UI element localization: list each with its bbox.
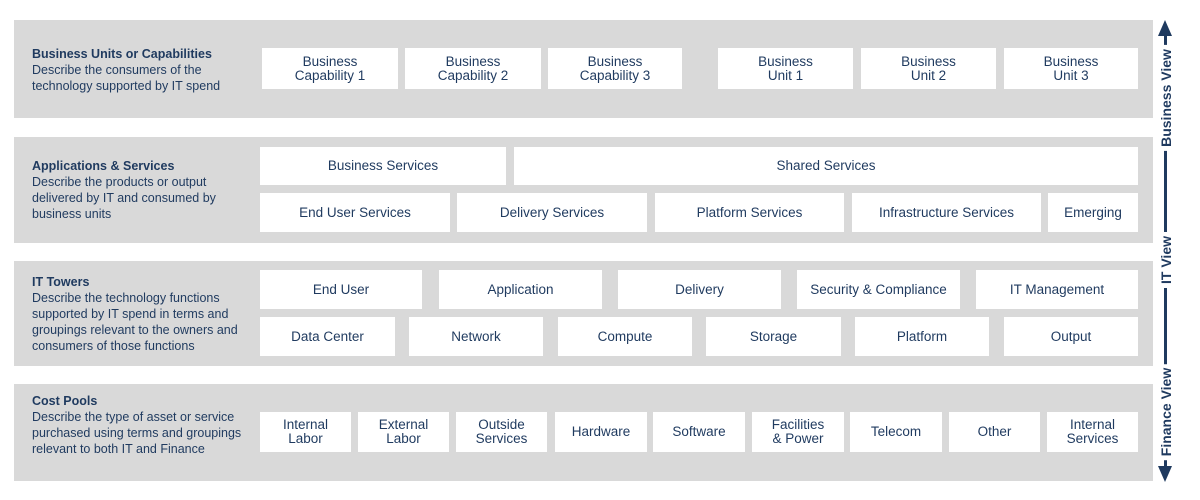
finance-view-label: Finance View: [1158, 363, 1174, 461]
box-business-services: Business Services: [260, 147, 506, 185]
layer-title: Cost Pools: [32, 394, 98, 408]
box-business-capability-2: Business Capability 2: [405, 48, 541, 89]
layer-title: Business Units or Capabilities: [32, 47, 212, 61]
box-delivery: Delivery: [618, 270, 781, 309]
box-application: Application: [439, 270, 602, 309]
box-emerging: Emerging: [1048, 193, 1138, 232]
box-facilities-power: Facilities & Power: [752, 412, 844, 452]
arrow-up-icon: [1158, 20, 1172, 36]
box-business-unit-3: Business Unit 3: [1004, 48, 1138, 89]
box-delivery-services: Delivery Services: [457, 193, 647, 232]
box-hardware: Hardware: [555, 412, 647, 452]
box-business-unit-1: Business Unit 1: [718, 48, 853, 89]
layer-title: Applications & Services: [32, 159, 175, 173]
box-security-compliance: Security & Compliance: [797, 270, 960, 309]
box-business-capability-1: Business Capability 1: [262, 48, 398, 89]
box-network: Network: [409, 317, 543, 356]
box-end-user-services: End User Services: [260, 193, 450, 232]
box-platform-services: Platform Services: [655, 193, 844, 232]
box-end-user: End User: [260, 270, 422, 309]
layer-description: Describe the products or output delivere…: [32, 175, 216, 221]
box-platform: Platform: [855, 317, 989, 356]
arrow-down-icon: [1158, 466, 1172, 482]
box-software: Software: [653, 412, 745, 452]
box-infrastructure-services: Infrastructure Services: [852, 193, 1041, 232]
layer-label-business-units: Business Units or Capabilities Describe …: [32, 46, 257, 94]
layer-label-it-towers: IT Towers Describe the technology functi…: [32, 274, 257, 354]
business-view-label: Business View: [1158, 45, 1174, 151]
layer-label-applications: Applications & Services Describe the pro…: [32, 158, 257, 222]
box-other: Other: [949, 412, 1040, 452]
box-business-unit-2: Business Unit 2: [861, 48, 996, 89]
box-output: Output: [1004, 317, 1138, 356]
box-outside-services: Outside Services: [456, 412, 547, 452]
box-compute: Compute: [558, 317, 692, 356]
box-business-capability-3: Business Capability 3: [548, 48, 682, 89]
layer-label-cost-pools: Cost Pools Describe the type of asset or…: [32, 393, 257, 457]
box-storage: Storage: [706, 317, 841, 356]
it-view-label: IT View: [1158, 232, 1174, 288]
box-internal-services: Internal Services: [1047, 412, 1138, 452]
box-external-labor: External Labor: [358, 412, 449, 452]
box-it-management: IT Management: [976, 270, 1138, 309]
box-data-center: Data Center: [260, 317, 395, 356]
layer-description: Describe the consumers of the technology…: [32, 63, 221, 93]
box-shared-services: Shared Services: [514, 147, 1138, 185]
layer-description: Describe the type of asset or service pu…: [32, 410, 242, 456]
box-telecom: Telecom: [850, 412, 942, 452]
box-internal-labor: Internal Labor: [260, 412, 351, 452]
layer-description: Describe the technology functions suppor…: [32, 291, 238, 353]
layer-title: IT Towers: [32, 275, 90, 289]
